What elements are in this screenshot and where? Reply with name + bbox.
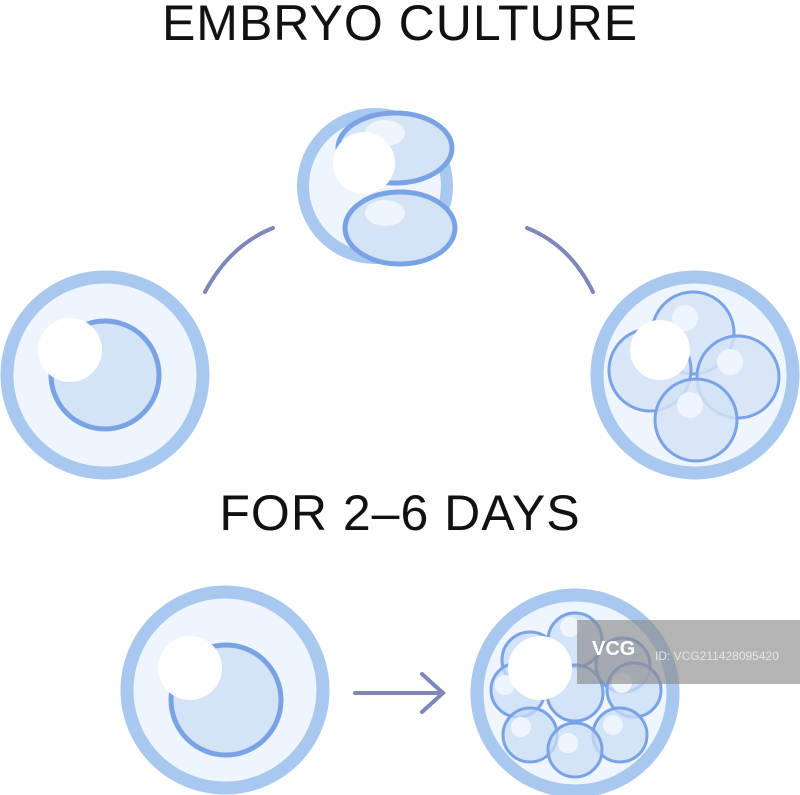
- watermark-id: ID: VCG211428095420: [655, 649, 779, 663]
- connector-arc-right: [525, 226, 595, 294]
- embryo-start-cell: [120, 585, 330, 795]
- watermark-logo: VCG: [592, 638, 636, 660]
- stage-4-cell: [590, 270, 800, 480]
- title: EMBRYO CULTURE: [161, 0, 639, 51]
- stage-1-cell: [0, 270, 210, 480]
- subtitle: FOR 2–6 DAYS: [219, 485, 581, 541]
- arrow-icon: [353, 672, 446, 714]
- connector-arc-left: [203, 226, 275, 294]
- watermark-band: [577, 620, 800, 684]
- stage-2-cell: [297, 108, 458, 267]
